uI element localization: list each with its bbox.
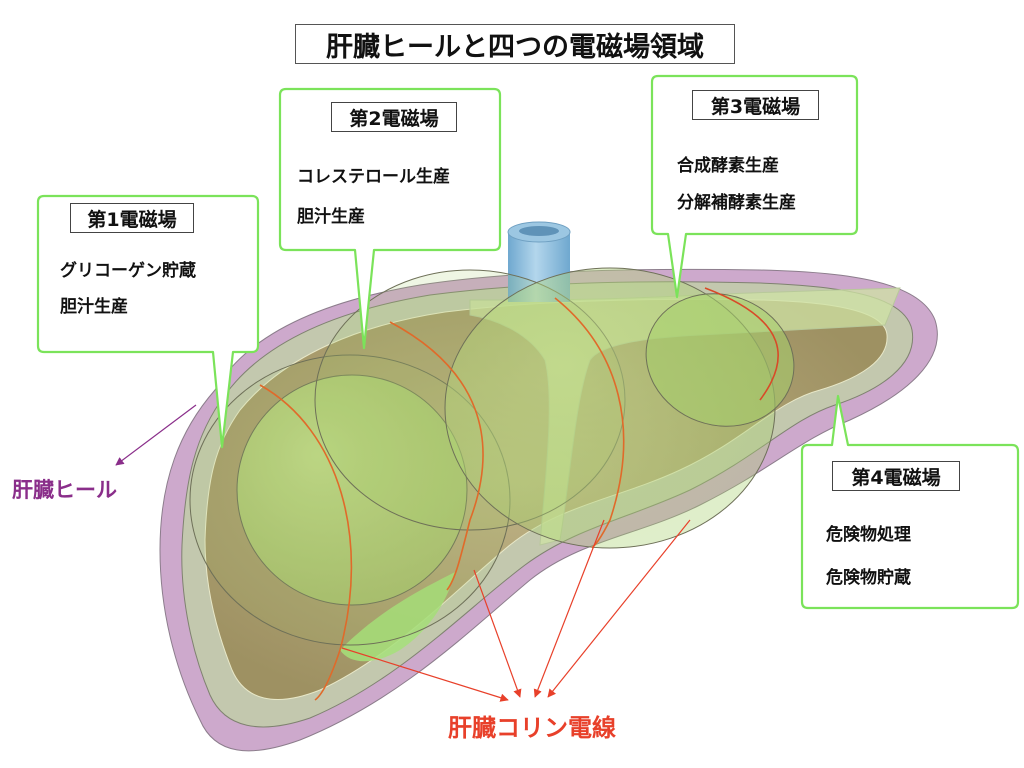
wire-curve-2 [389,321,484,591]
choline-wire-label: 肝臓コリン電線 [448,714,616,742]
wire-arrow-1 [341,647,509,702]
wire-curve-1 [259,384,353,701]
wire-arrow-2 [473,569,522,698]
diagram-title-text: 肝臓ヒールと四つの電磁場領域 [326,31,704,63]
wire-curve-4 [704,287,779,401]
heel-label-arrow [115,404,197,466]
field-3-function-2: 分解補酵素生産 [677,193,796,213]
wire-curve-3 [554,297,625,549]
field-4-function-2: 危険物貯蔵 [826,568,911,588]
wire-arrow-4 [547,519,691,698]
field-4-heading-text: 第4電磁場 [851,466,941,489]
callout-box-1 [36,194,260,449]
field-1-function-1: グリコーゲン貯蔵 [60,261,196,281]
wire-arrow-3 [533,519,605,698]
field-sphere-4 [645,293,795,427]
field-3-function-1: 合成酵素生産 [677,156,779,176]
diagram-title: 肝臓ヒールと四つの電磁場領域 [295,24,735,64]
wire-label-arrows [341,519,691,702]
field-3-heading: 第3電磁場 [692,90,819,120]
lower-green-lobe [340,572,455,662]
field-2-heading-text: 第2電磁場 [349,107,439,130]
liver-heel-label: 肝臓ヒール [12,478,117,502]
field-2-function-1: コレステロール生産 [297,167,450,187]
field-sphere-1 [236,374,468,606]
field-1-heading-text: 第1電磁場 [87,208,177,231]
callout-box-4 [800,394,1020,610]
field-4-function-1: 危険物処理 [826,525,911,545]
field-1-heading: 第1電磁場 [70,203,194,233]
field-3-heading-text: 第3電磁場 [710,95,801,118]
field-2-heading: 第2電磁場 [331,102,457,132]
field-4-heading: 第4電磁場 [832,461,960,491]
callout-box-3 [650,74,859,299]
choline-wires [259,287,779,701]
callout-box-2 [278,87,502,350]
field-2-function-2: 胆汁生産 [297,207,365,227]
field-1-function-2: 胆汁生産 [60,297,128,317]
